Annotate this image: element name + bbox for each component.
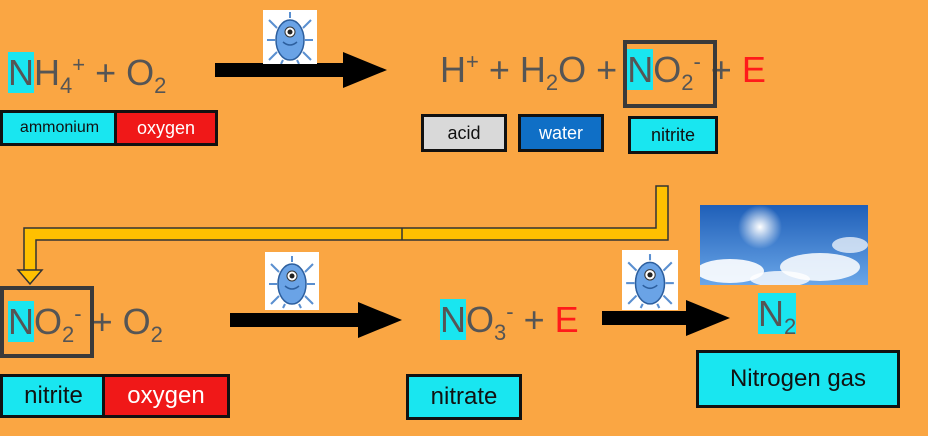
microbe-icon [622, 250, 678, 310]
nitrite-label: nitrite [0, 374, 104, 418]
microbe-icon [263, 10, 317, 65]
reaction-arrow-2 [230, 302, 402, 338]
nitrate-label: nitrate [406, 374, 522, 420]
ammonium-label: ammonium [0, 110, 116, 146]
nitrogen-highlight: N [8, 301, 34, 342]
oxygen-label: oxygen [102, 374, 230, 418]
nitrite-plus-oxygen: NO2- + O2 [8, 301, 163, 348]
oxygen-label: oxygen [114, 110, 218, 146]
ammonium-plus-oxygen: NH4+ + O2 [8, 52, 167, 99]
nitrogen-highlight: N2 [758, 293, 797, 340]
reaction-arrow-3 [602, 300, 730, 336]
connector-arrow [16, 185, 669, 286]
nitrite-outline-box [623, 40, 717, 108]
reaction-arrow-1 [215, 52, 387, 88]
acid-label: acid [421, 114, 507, 152]
sky-image [700, 205, 868, 285]
nitrogen-highlight: N [8, 52, 34, 93]
nitrogen-highlight: N [627, 49, 654, 90]
nitrogen-gas-label: Nitrogen gas [696, 350, 900, 408]
microbe-icon [265, 252, 319, 310]
nitrite-label: nitrite [628, 116, 718, 154]
energy-symbol: E [741, 49, 766, 90]
nitrite-outline-box [0, 286, 94, 358]
water-label: water [518, 114, 604, 152]
nitrogen-gas-formula: N2 [758, 293, 797, 347]
acid-water-nitrite-energy: H+ + H2O + NO2- + E [440, 49, 766, 96]
energy-symbol: E [554, 299, 579, 340]
nitrate-plus-energy: NO3- + E [440, 299, 579, 346]
nitrogen-highlight: N [440, 299, 466, 340]
